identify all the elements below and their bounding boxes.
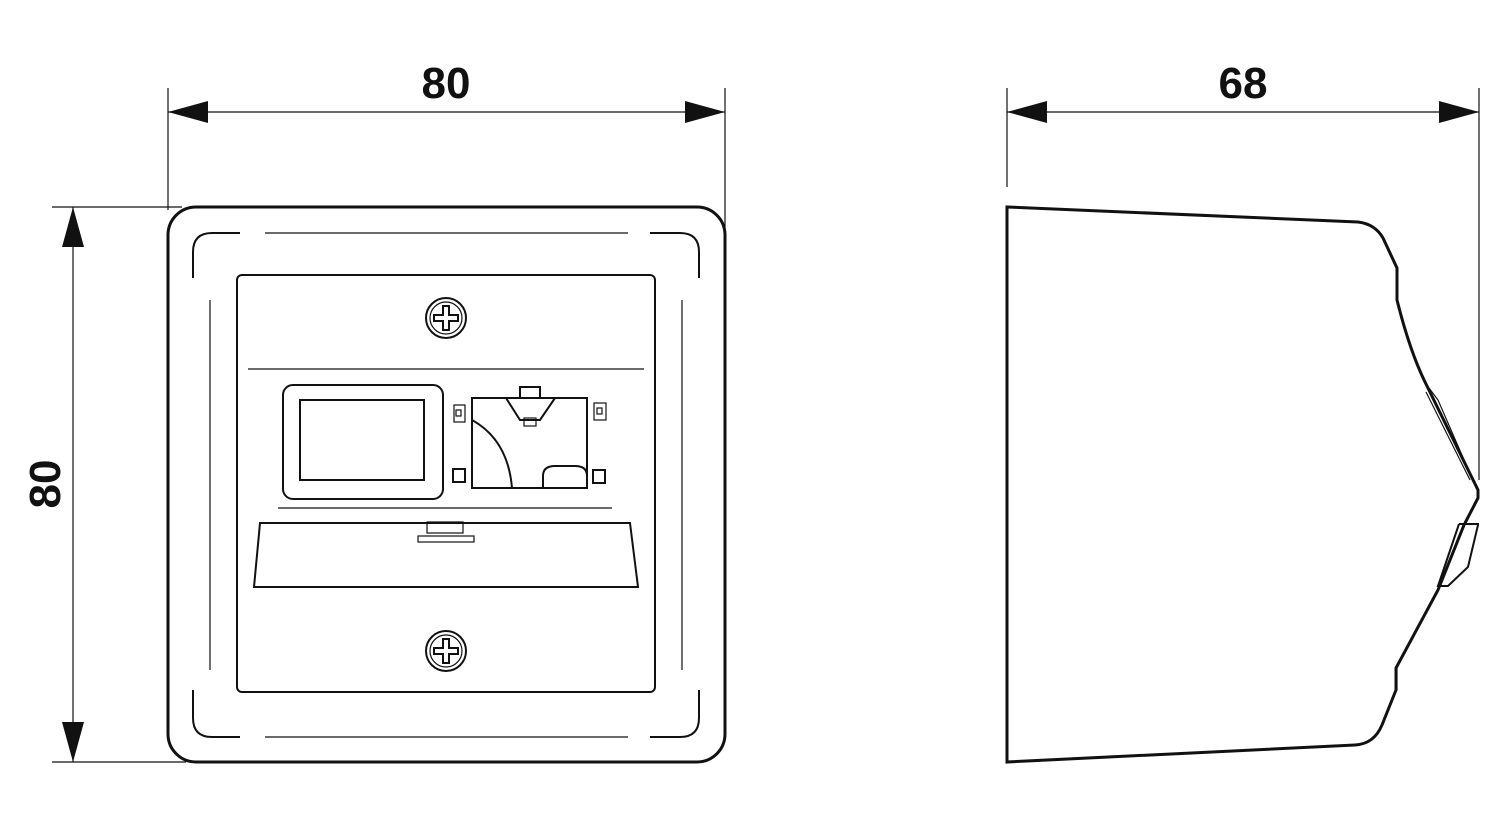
shutter-flap	[252, 521, 640, 588]
screw-top	[425, 297, 467, 339]
arrowhead-right	[685, 101, 725, 123]
arrowhead-left	[168, 101, 208, 123]
housing-inner-rim	[192, 232, 700, 738]
side-tab	[1436, 523, 1479, 587]
side-view	[1005, 205, 1480, 764]
arrowhead-left-side	[1007, 101, 1047, 123]
dimension-front-height: 80	[21, 206, 186, 763]
arrowhead-down	[62, 722, 84, 762]
dimension-front-width: 80	[167, 59, 726, 227]
dimension-side-depth: 68	[1006, 59, 1480, 480]
side-depth-label: 68	[1219, 59, 1268, 108]
screw-bottom	[425, 630, 467, 672]
label-window	[282, 384, 444, 500]
side-contours	[1396, 268, 1479, 690]
front-width-label: 80	[422, 59, 471, 108]
arrowhead-up	[62, 207, 84, 247]
housing-outer	[166, 205, 727, 764]
data-port	[452, 386, 607, 489]
arrowhead-right-side	[1439, 101, 1479, 123]
front-height-label: 80	[21, 460, 70, 509]
cover-plate	[236, 274, 656, 693]
side-body	[1005, 205, 1480, 764]
front-view	[166, 205, 727, 764]
